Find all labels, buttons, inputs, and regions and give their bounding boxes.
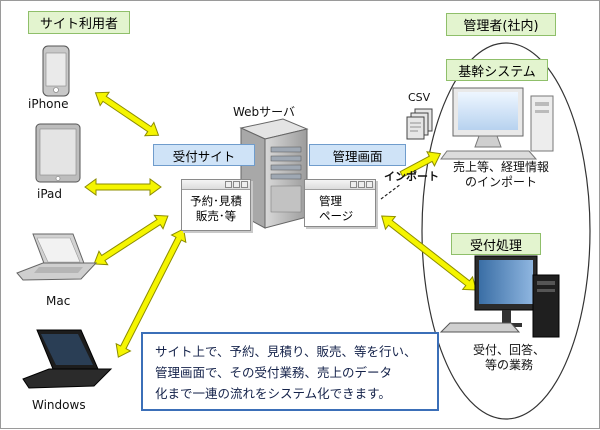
- description-line-3: 化まで一連の流れをシステム化できます。: [155, 386, 391, 401]
- description-box: サイト上で、予約、見積り、販売、等を行い、 管理画面で、その受付業務、売上のデー…: [141, 332, 439, 411]
- server-title: Webサーバ: [233, 105, 296, 119]
- reception-page-text: 予約･見積 販売･等: [182, 190, 250, 224]
- admin-group-title: 管理者(社内): [446, 13, 556, 36]
- reception-page-window: 予約･見積 販売･等: [181, 179, 251, 231]
- csv-documents-icon: [406, 108, 433, 140]
- device-label-iphone: iPhone: [28, 97, 69, 111]
- admin-screen-label: 管理画面: [309, 144, 406, 166]
- reception-site-label: 受付サイト: [153, 144, 255, 166]
- arrow-iphone-server: [94, 91, 160, 137]
- admin-area-ellipse: [421, 42, 591, 420]
- device-label-windows: Windows: [32, 398, 86, 412]
- processing-pc-icon: [439, 255, 560, 338]
- core-system-pc-icon: [440, 87, 554, 160]
- core-system-caption: 売上等、経理情報 のインポート: [453, 160, 549, 190]
- core-system-caption-line-1: 売上等、経理情報: [453, 160, 550, 174]
- order-processing-caption-line-1: 受付、回答、: [473, 343, 546, 357]
- connection-arrows: [84, 91, 477, 358]
- mac-laptop-icon: [16, 233, 98, 281]
- import-dashed-line: [380, 183, 402, 200]
- reception-page-line-2: 販売･等: [195, 209, 237, 223]
- import-label: インポート: [384, 170, 439, 183]
- admin-page-window: 管理 ページ: [304, 179, 376, 227]
- description-line-1: サイト上で、予約、見積り、販売、等を行い、: [155, 344, 417, 359]
- arrow-import: [399, 151, 442, 178]
- order-processing-caption: 受付、回答、 等の業務: [473, 343, 545, 373]
- core-system-title: 基幹システム: [446, 59, 548, 81]
- order-processing-caption-line-2: 等の業務: [485, 358, 534, 372]
- admin-page-line-1: 管理: [319, 194, 342, 208]
- device-label-mac: Mac: [46, 294, 71, 308]
- window-title-bar: [305, 180, 375, 190]
- window-title-bar: [182, 180, 250, 190]
- ipad-icon: [35, 123, 81, 183]
- csv-label: CSV: [408, 91, 431, 104]
- iphone-icon: [42, 45, 70, 97]
- admin-page-text: 管理 ページ: [305, 190, 375, 224]
- admin-page-line-2: ページ: [319, 209, 354, 223]
- arrow-mac-server: [93, 214, 169, 266]
- reception-page-line-1: 予約･見積: [190, 194, 242, 208]
- windows-laptop-icon: [22, 329, 113, 389]
- arrow-ipad-server: [84, 178, 162, 196]
- order-processing-title: 受付処理: [451, 233, 541, 255]
- description-line-2: 管理画面で、その受付業務、売上のデータ: [155, 365, 393, 380]
- core-system-caption-line-2: のインポート: [465, 175, 538, 189]
- device-label-ipad: iPad: [37, 187, 63, 201]
- user-group-title: サイト利用者: [28, 11, 130, 34]
